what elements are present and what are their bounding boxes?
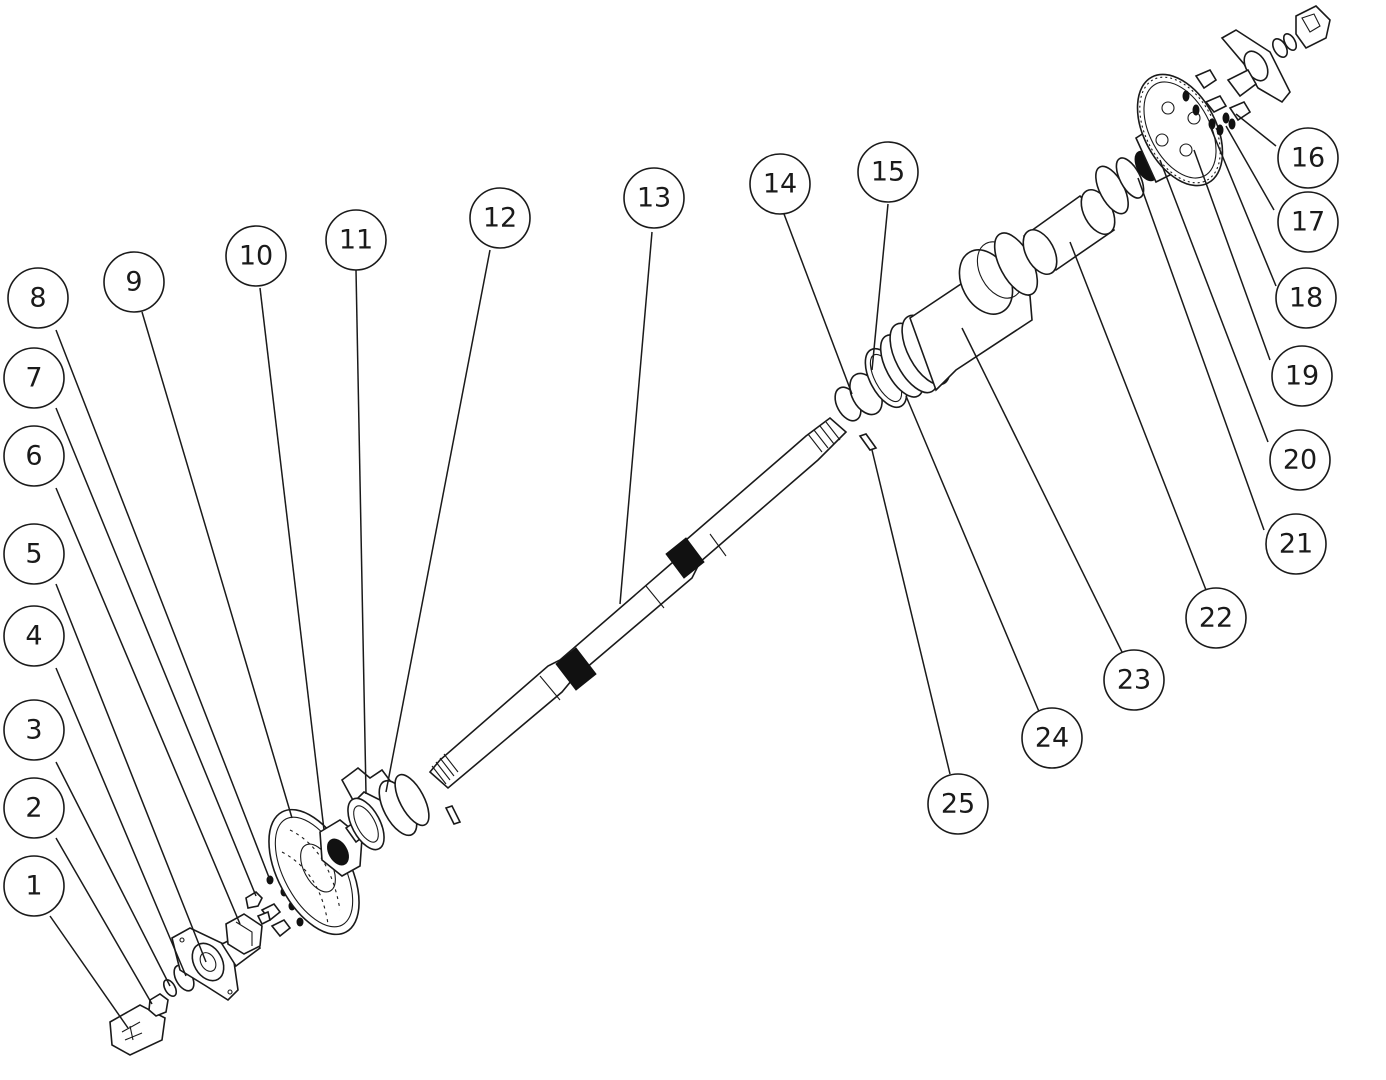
- leader-6: [55, 487, 241, 925]
- callout-9: 9: [103, 251, 165, 313]
- callout-24-label: 24: [1035, 723, 1069, 754]
- callout-5: 5: [3, 523, 65, 585]
- leader-1: [49, 915, 129, 1029]
- callout-24: 24: [1021, 707, 1083, 769]
- callout-6: 6: [3, 425, 65, 487]
- part-2-nut: [148, 993, 169, 1017]
- callout-19: 19: [1271, 345, 1333, 407]
- callout-8: 8: [7, 267, 69, 329]
- callout-10-label: 10: [239, 241, 273, 272]
- callout-15-label: 15: [871, 157, 905, 188]
- part-12-circlip: [378, 773, 430, 837]
- callout-11: 11: [325, 209, 387, 271]
- callout-20-label: 20: [1283, 445, 1317, 476]
- part-3-washer: [162, 979, 178, 997]
- part-13-axle-shaft: [428, 416, 848, 790]
- leader-18: [1209, 125, 1277, 287]
- part-19-sprocket: [1136, 73, 1224, 187]
- callout-25: 25: [927, 773, 989, 835]
- callout-21-label: 21: [1279, 529, 1313, 560]
- leader-15: [871, 203, 889, 371]
- leader-3: [55, 761, 171, 987]
- callout-7-label: 7: [25, 363, 42, 394]
- leader-10: [259, 287, 325, 831]
- part-16-bolts: [1194, 68, 1252, 122]
- leader-23: [961, 327, 1123, 653]
- parts-drawing: [109, 5, 1331, 1056]
- leader-14: [783, 213, 853, 395]
- callout-23: 23: [1103, 649, 1165, 711]
- callout-12: 12: [469, 187, 531, 249]
- leader-lines: [49, 113, 1277, 1029]
- leader-12: [385, 249, 491, 793]
- callout-13-label: 13: [637, 183, 671, 214]
- callout-13: 13: [623, 167, 685, 229]
- leader-7: [55, 407, 257, 897]
- callout-18-label: 18: [1289, 283, 1323, 314]
- callout-16: 16: [1277, 127, 1339, 189]
- callout-3: 3: [3, 699, 65, 761]
- part-17-washers: [1222, 112, 1236, 130]
- leader-13: [619, 231, 653, 605]
- leader-21: [1137, 177, 1265, 531]
- callout-25-label: 25: [941, 789, 975, 820]
- flange-hub-right: [1220, 29, 1298, 104]
- leader-2: [55, 837, 153, 1005]
- callout-9-label: 9: [125, 267, 142, 298]
- callout-11-label: 11: [339, 225, 373, 256]
- callout-21: 21: [1265, 513, 1327, 575]
- callout-2-label: 2: [25, 793, 42, 824]
- callout-17-label: 17: [1291, 207, 1325, 238]
- part-7-bolts: [245, 890, 292, 938]
- leader-4: [55, 667, 187, 977]
- callout-22-label: 22: [1199, 603, 1233, 634]
- callout-6-label: 6: [25, 441, 42, 472]
- callout-1: 1: [3, 855, 65, 917]
- callout-14: 14: [749, 153, 811, 215]
- callout-20: 20: [1269, 429, 1331, 491]
- part-1-end-cap: [109, 1004, 166, 1056]
- callout-4-label: 4: [25, 621, 42, 652]
- leader-16: [1235, 113, 1277, 147]
- leader-22: [1069, 241, 1207, 591]
- callout-2: 2: [3, 777, 65, 839]
- callout-7: 7: [3, 347, 65, 409]
- end-cap-right: [1295, 5, 1331, 50]
- callout-12-label: 12: [483, 203, 517, 234]
- callout-15: 15: [857, 141, 919, 203]
- part-6-carrier-block: [225, 913, 263, 955]
- callout-16-label: 16: [1291, 143, 1325, 174]
- leader-5: [55, 583, 207, 963]
- callout-5-label: 5: [25, 539, 42, 570]
- leader-20: [1159, 159, 1269, 443]
- callout-22: 22: [1185, 587, 1247, 649]
- leader-25: [871, 449, 951, 775]
- part-21-bearing: [1095, 157, 1145, 215]
- callout-4: 4: [3, 605, 65, 667]
- callout-17: 17: [1277, 191, 1339, 253]
- part-25-key-pin: [858, 433, 878, 451]
- callout-8-label: 8: [29, 283, 46, 314]
- callout-3-label: 3: [25, 715, 42, 746]
- leader-17: [1225, 125, 1275, 211]
- callout-19-label: 19: [1285, 361, 1319, 392]
- leader-9: [141, 311, 293, 819]
- leader-11: [355, 269, 367, 795]
- callout-18: 18: [1275, 267, 1337, 329]
- callout-23-label: 23: [1117, 665, 1151, 696]
- callout-1-label: 1: [25, 871, 42, 902]
- leader-24: [905, 395, 1041, 715]
- key-pin-left: [444, 805, 462, 825]
- callout-14-label: 14: [763, 169, 797, 200]
- callout-10: 10: [225, 225, 287, 287]
- leader-19: [1193, 149, 1271, 361]
- leader-8: [55, 329, 271, 881]
